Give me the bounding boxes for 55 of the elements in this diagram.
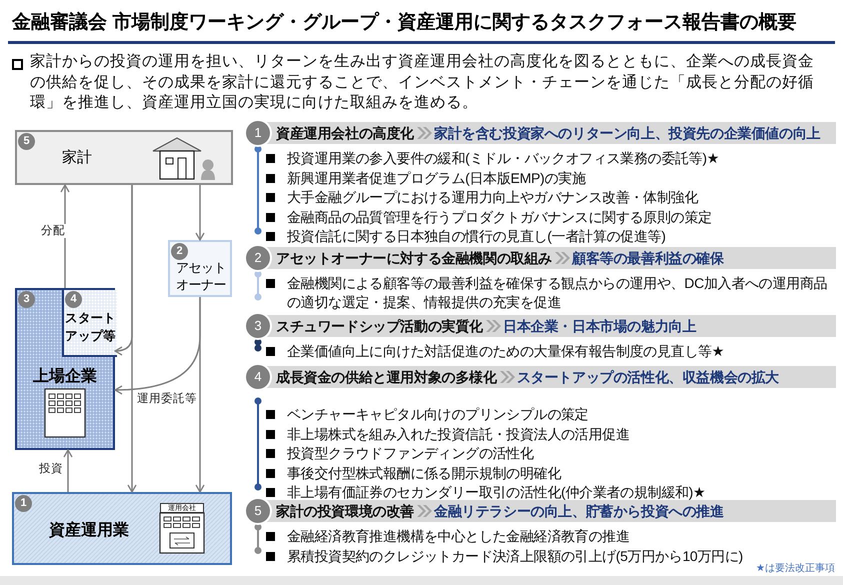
listed-company-box [15, 288, 115, 450]
section-heading: アセットオーナーに対する金融機関の取組み [276, 250, 552, 266]
number-badge: 5 [246, 499, 270, 523]
household-box [15, 130, 233, 185]
number-badge: 2 [246, 246, 270, 270]
bullet-text: 金融商品の品質管理を行うプロダクトガバナンスに関する原則の策定 [287, 208, 713, 226]
bullet-text: 投資運用業の参入要件の緩和(ミドル・バックオフィス業務の委託等)★ [287, 149, 720, 168]
arrow [195, 185, 205, 241]
section-subheading: スタートアップの活性化、収益機会の拡大 [516, 369, 780, 385]
edge-label: 運用委託等 [136, 392, 198, 406]
number-badge: 1 [15, 495, 32, 512]
section-subheading: 日本企業・日本市場の魅力向上 [503, 318, 696, 334]
footnote: ★は要法改正事項 [756, 562, 835, 575]
node-label: アセットオーナー [175, 259, 227, 293]
bullet-text: 事後交付型株式報酬に係る開示規制の明確化 [287, 464, 562, 482]
node-label: スタートアップ等 [64, 310, 117, 345]
section-heading: スチュワードシップ活動の実質化 [276, 318, 484, 334]
number-badge: 1 [246, 121, 270, 145]
node-label: 上場企業 [32, 366, 98, 387]
edge-label: 分配 [40, 224, 66, 238]
intro-text: 家計からの投資の運用を担い、リターンを生み出す資産運用会社の高度化を図るとともに、企業への成長資金の供給を促し、その成果を家計に還元することで、インベストメント・チェーンを通じた「成長と分配の好循環」を推進し、資産運用立国の実現に向けた取組みを進める。 [30, 52, 815, 113]
bullet-text: 金融経済教育推進機構を中心とした金融経済教育の推進 [287, 527, 631, 546]
title: 金融審議会 市場制度ワーキング・グループ・資産運用に関するタスクフォース報告書の概要 [12, 10, 796, 35]
arrow [127, 185, 137, 493]
number-badge: 4 [65, 291, 82, 308]
startup-box [62, 290, 117, 357]
asset-management-box [12, 492, 232, 565]
node-label: 家計 [61, 148, 93, 167]
number-badge: 4 [246, 365, 270, 389]
section-heading: 成長資金の供給と運用対象の多様化 [276, 369, 497, 385]
edge-label: 投資 [38, 462, 64, 476]
arrow [63, 449, 73, 492]
bullet-text: 金融機関による顧客等の最善利益を確保する観点からの運用や、DC加入者への運用商品の適切な選定・提案、情報提供の充実を促進 [287, 274, 828, 312]
number-badge: 3 [246, 314, 270, 338]
bullet-text: 投資型クラウドファンディングの活性化 [287, 444, 535, 463]
section-subheading: 家計を含む投資家へのリターン向上、投資先の企業価値の向上 [434, 125, 820, 141]
bullet-text: ベンチャーキャピタル向けのプリンシプルの策定 [287, 405, 590, 424]
section-heading: 家計の投資環境の改善 [276, 503, 414, 519]
section-heading: 資産運用会社の高度化 [276, 125, 414, 141]
bullet-text: 新興運用業者促進プログラム(日本版EMP)の実施 [287, 168, 587, 188]
number-badge: 5 [18, 133, 35, 150]
bullet-text: 非上場株式を組み入れた投資信託・投資法人の活用促進 [287, 424, 631, 444]
bullet-text: 投資信託に関する日本独自の慣行の見直し(一者計算の促進等) [287, 227, 667, 246]
asset-owner-box [168, 240, 232, 297]
arrow [195, 297, 205, 493]
bullet-text: 大手金融グループにおける運用力向上やガバナンス改善・体制強化 [287, 188, 700, 207]
node-label: 資産運用業 [48, 520, 130, 541]
number-badge: 3 [18, 291, 35, 308]
bullet-text: 企業価値向上に向けた対話促進のための大量保有報告制度の見直し等★ [287, 342, 725, 361]
section-subheading: 顧客等の最善利益の確保 [572, 250, 724, 266]
number-badge: 2 [171, 243, 188, 260]
bullet-text: 累積投資契約のクレジットカード決済上限額の引上げ(5万円から10万円に) [287, 546, 744, 566]
arrow [60, 184, 70, 288]
section-subheading: 金融リテラシーの向上、貯蓄から投資への推進 [434, 503, 724, 519]
bullet-text: 非上場有価証券のセカンダリー取引の活性化(仲介業者の規制緩和)★ [287, 483, 706, 502]
